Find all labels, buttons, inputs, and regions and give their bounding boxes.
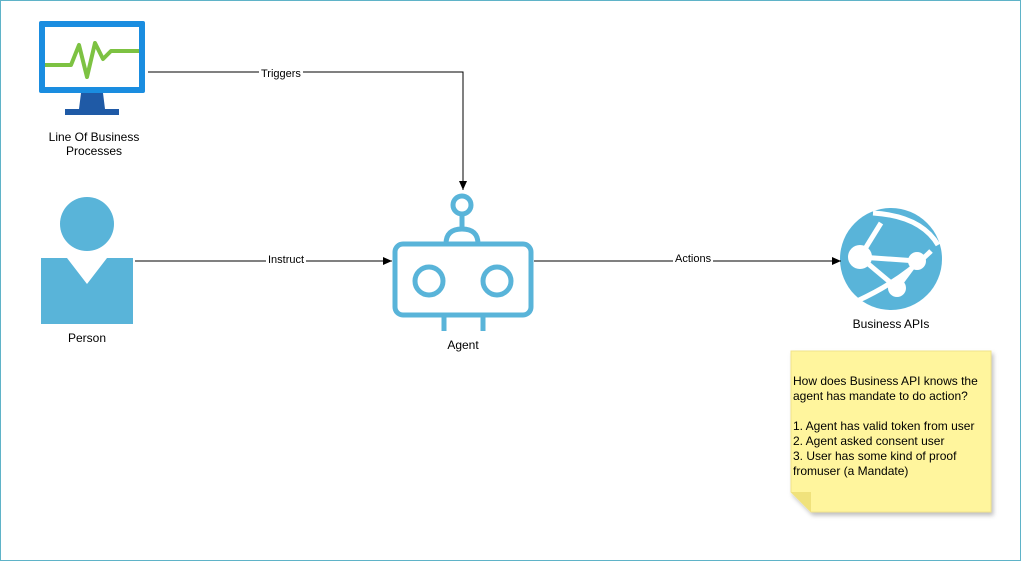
person-label: Person bbox=[67, 331, 107, 345]
instruct-label: Instruct bbox=[266, 254, 307, 267]
business-apis-label: Business APIs bbox=[852, 317, 930, 331]
edge-triggers[interactable] bbox=[148, 71, 467, 190]
monitor-icon[interactable] bbox=[39, 21, 145, 115]
note-text: How does Business API knows the agent ha… bbox=[793, 374, 978, 478]
actions-label: Actions bbox=[673, 253, 714, 266]
agent-label: Agent bbox=[447, 338, 479, 352]
triggers-label: Triggers bbox=[259, 68, 303, 81]
person-icon[interactable] bbox=[41, 197, 133, 324]
lob-label-line1: Line Of Business bbox=[48, 130, 140, 144]
sticky-note[interactable] bbox=[790, 350, 992, 513]
lob-label-line2: Processes bbox=[65, 144, 123, 158]
lob-label: Line Of Business Processes bbox=[37, 130, 151, 158]
robot-icon[interactable] bbox=[392, 193, 534, 331]
web-app-icon[interactable] bbox=[840, 208, 942, 310]
